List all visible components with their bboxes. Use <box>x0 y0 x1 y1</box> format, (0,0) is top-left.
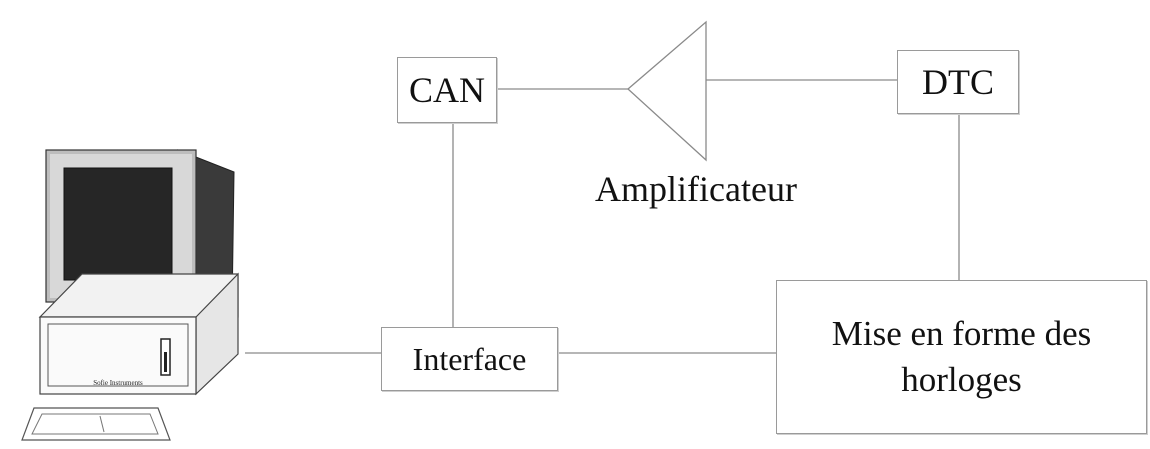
dtc-label: DTC <box>922 62 994 102</box>
computer-icon: Sofie Instruments <box>21 149 239 441</box>
dtc-box: DTC <box>897 50 1019 114</box>
computer-brand-label: Sofie Instruments <box>93 379 143 387</box>
can-box: CAN <box>397 57 497 123</box>
interface-label: Interface <box>412 340 527 377</box>
interface-box: Interface <box>381 327 558 391</box>
amplifier-label: Amplificateur <box>595 169 797 209</box>
can-label: CAN <box>408 70 485 110</box>
clock-shaping-label-line1: Mise en forme des <box>831 314 1092 353</box>
clock-shaping-box: Mise en forme des horloges <box>776 280 1147 434</box>
clock-shaping-label-line2: horloges <box>901 360 1022 399</box>
amplifier-triangle <box>627 20 707 162</box>
